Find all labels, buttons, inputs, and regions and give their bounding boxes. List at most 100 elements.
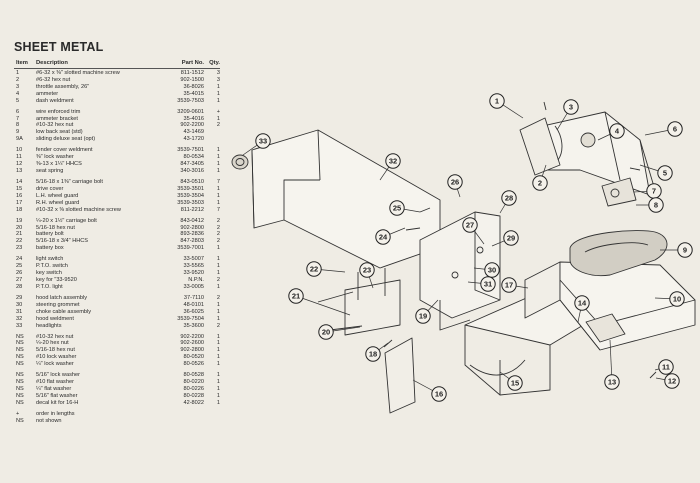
qty-cell <box>204 411 220 418</box>
callout-circle <box>365 346 381 362</box>
qty-cell: 1 <box>216 256 220 263</box>
callout-number: 10 <box>673 295 681 304</box>
callout-circle <box>609 123 625 139</box>
callout-21: 21 <box>288 288 351 316</box>
item-cell: 32 <box>16 315 23 322</box>
callout-5: 5 <box>639 164 673 181</box>
part-no-cell: 80-0226 <box>183 386 204 393</box>
description-cell: ¼-20 hex nut <box>36 340 69 347</box>
callout-circle <box>503 230 519 246</box>
description-cell: ⅜" lock washer <box>36 154 74 161</box>
callout-30: 30 <box>473 262 500 278</box>
callout-circle <box>489 93 505 109</box>
table-row: +order in lengths <box>14 411 220 418</box>
callout-number: 24 <box>379 233 388 242</box>
part-no-cell: 3539-7001 <box>177 245 204 252</box>
description-cell: fender cover weldment <box>36 147 93 154</box>
description-cell: ammeter <box>36 90 59 97</box>
item-cell: 20 <box>16 224 23 231</box>
description-cell: steering grommet <box>36 301 80 308</box>
description-cell: #10 flat washer <box>36 379 74 386</box>
description-cell: headlights <box>36 322 62 329</box>
qty-cell: 1 <box>216 90 220 97</box>
item-cell: 6 <box>16 108 20 115</box>
callout-circle <box>306 261 322 277</box>
item-cell: 14 <box>16 179 23 186</box>
qty-cell: 2 <box>216 122 220 129</box>
part-no-cell: 33-0005 <box>183 283 204 290</box>
callout-number: 7 <box>652 187 656 196</box>
part-no-cell: 3539-7504 <box>177 315 204 322</box>
description-cell: #6-32 x ⅜" slotted machine screw <box>36 70 120 76</box>
qty-cell: 1 <box>216 185 220 192</box>
callout-number: 21 <box>292 292 300 301</box>
description-cell: low back seat (std) <box>36 129 83 136</box>
part-no-cell: 3539-7501 <box>177 147 204 154</box>
callout-22: 22 <box>306 261 346 277</box>
callout-circle <box>375 229 391 245</box>
description-cell: #10-32 hex nut <box>36 333 74 340</box>
qty-cell: 1 <box>216 392 220 399</box>
part-no-cell: 42-8022 <box>183 399 204 406</box>
callout-27: 27 <box>462 217 485 245</box>
qty-cell: 1 <box>216 386 220 393</box>
callout-13: 13 <box>604 339 620 390</box>
part-no-cell: 33-5007 <box>183 256 204 263</box>
callout-number: 20 <box>322 328 330 337</box>
part-no-cell: 80-0528 <box>183 372 204 379</box>
description-cell: decal kit for 16-H <box>36 399 79 406</box>
qty-cell: 1 <box>216 199 220 206</box>
qty-cell: 1 <box>216 283 220 290</box>
description-cell: order in lengths <box>36 410 75 417</box>
callout-31: 31 <box>467 276 496 292</box>
callout-4: 4 <box>597 123 625 141</box>
qty-cell: 1 <box>216 361 220 368</box>
qty-cell: 2 <box>216 217 220 224</box>
callout-circle <box>484 262 500 278</box>
qty-cell: 7 <box>216 179 220 186</box>
headlight <box>231 154 249 170</box>
item-cell: 9 <box>16 129 20 136</box>
callout-12: 12 <box>655 373 680 389</box>
description-cell: #10-32 x ⅜ slotted machine screw <box>36 206 121 213</box>
ammeter-bracket <box>601 177 637 207</box>
qty-cell: 1 <box>216 340 220 347</box>
description-cell: 5/16" flat washer <box>36 392 78 399</box>
item-cell: 27 <box>16 276 23 283</box>
description-cell: P.T.O. switch <box>36 263 68 270</box>
item-cell: NS <box>16 379 24 386</box>
item-cell: 11 <box>16 154 22 161</box>
qty-cell: 1 <box>216 315 220 322</box>
part-no-cell: 843-0412 <box>180 217 204 224</box>
throttle-assembly <box>519 117 563 176</box>
part-no-cell: 843-0510 <box>180 179 204 186</box>
qty-cell <box>204 418 220 425</box>
description-cell: 5/16-18 hex nut <box>36 347 75 354</box>
item-cell: 28 <box>16 283 23 290</box>
callout-circle <box>664 373 680 389</box>
callout-number: 11 <box>662 363 670 372</box>
item-cell: 31 <box>16 308 23 315</box>
description-cell: 5/16" lock washer <box>36 372 80 379</box>
callout-28: 28 <box>499 190 517 214</box>
callout-number: 17 <box>505 281 513 290</box>
part-no-cell: 902-2800 <box>180 347 204 354</box>
callout-number: 9 <box>683 246 687 255</box>
callout-29: 29 <box>491 230 519 247</box>
qty-cell: 1 <box>216 301 220 308</box>
description-cell: #10-32 hex nut <box>36 122 74 129</box>
